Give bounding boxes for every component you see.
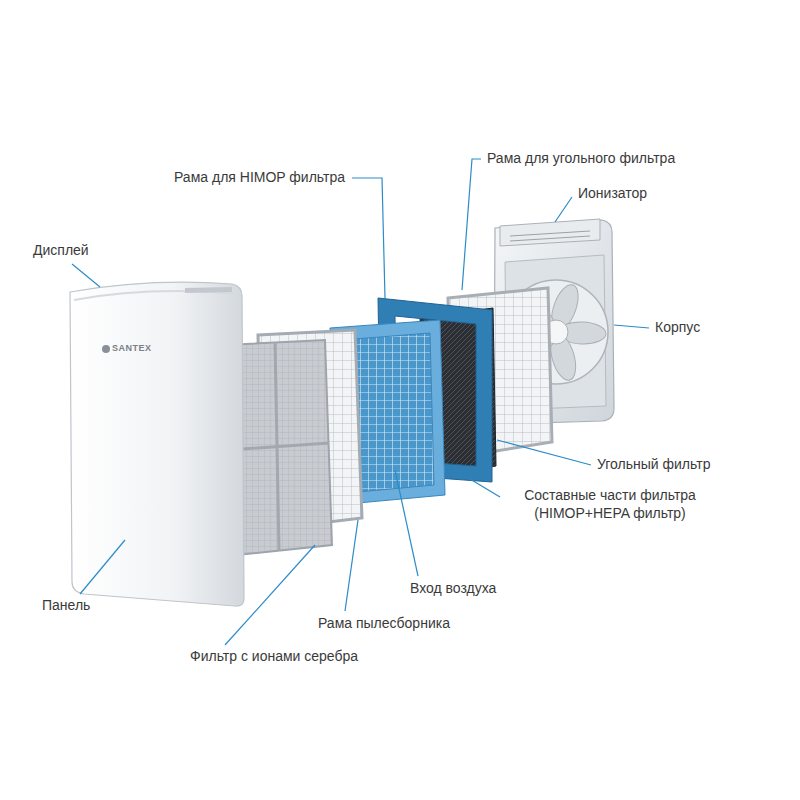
front-panel (70, 282, 244, 606)
part-label: Рама пылесборника (318, 615, 450, 633)
part-label: Составные части фильтра (HIMOP+HEPA филь… (505, 487, 715, 522)
part-label: Фильтр с ионами серебра (190, 648, 358, 666)
brand-logo: SANTEX (112, 343, 152, 354)
part-label: Вход воздуха (410, 580, 496, 598)
part-label: Рама для угольного фильтра (487, 150, 675, 168)
part-label: Рама для HIMOP фильтра (174, 169, 345, 187)
part-label: Угольный фильтр (597, 456, 710, 474)
part-label: Ионизатор (578, 185, 647, 203)
part-label: Дисплей (33, 242, 89, 260)
display-strip (74, 291, 240, 300)
part-label: Панель (42, 597, 90, 615)
part-label: Корпус (655, 319, 700, 337)
leader-lines (72, 159, 649, 645)
ionizer-strip (500, 219, 600, 246)
